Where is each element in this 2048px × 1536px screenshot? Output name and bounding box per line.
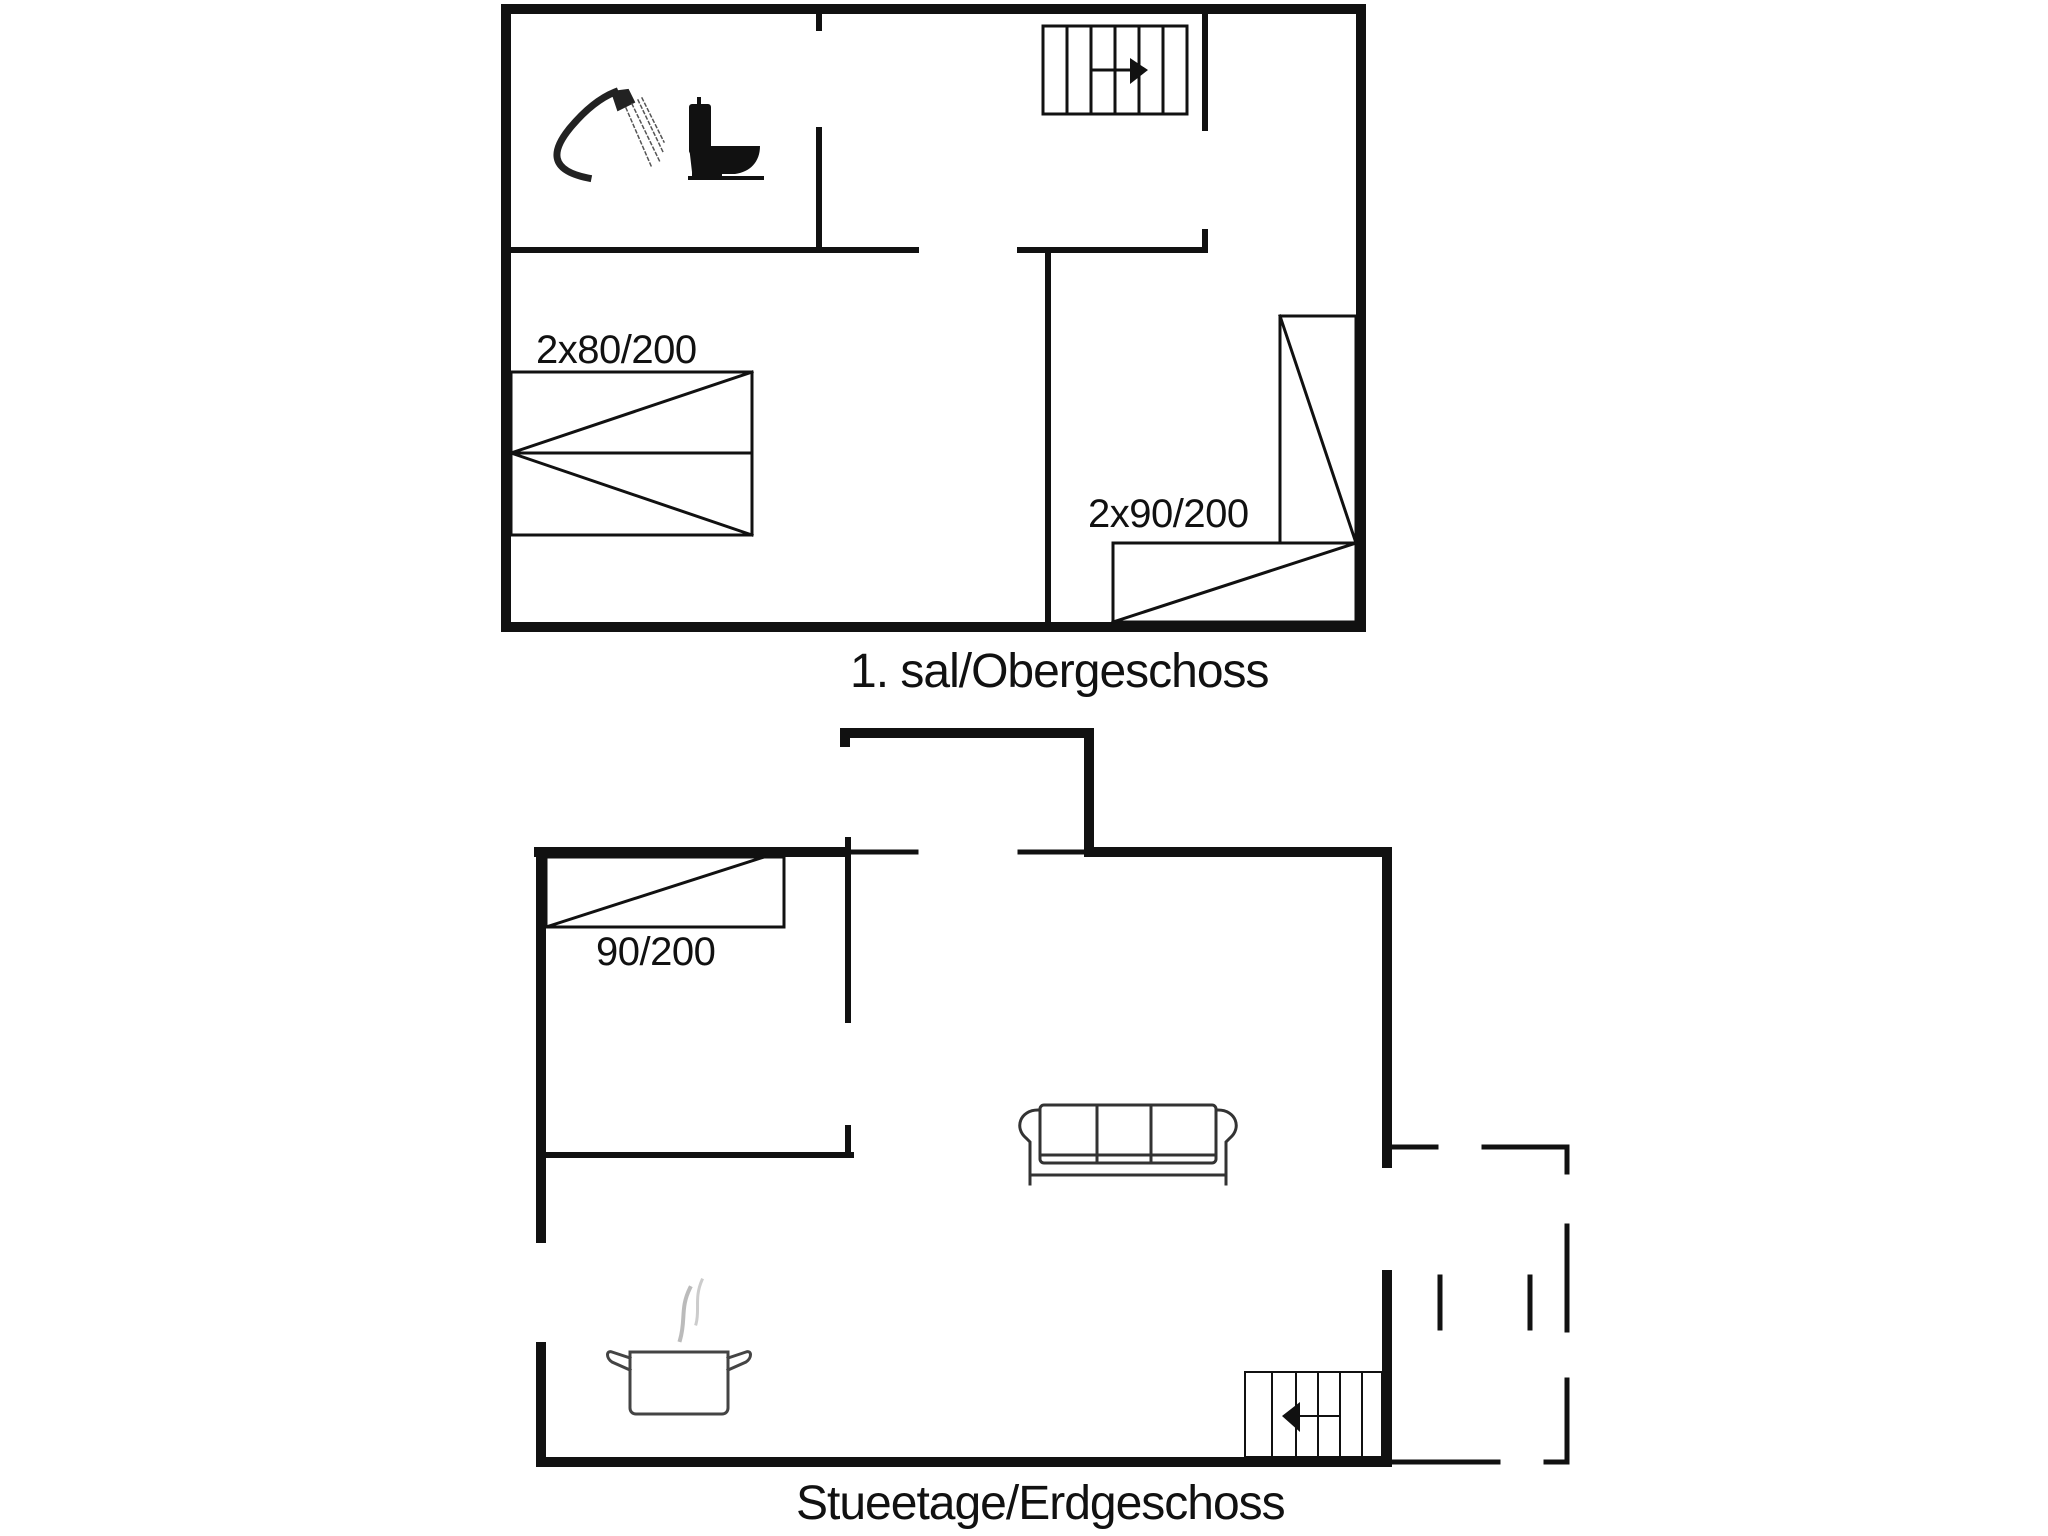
bed-double-80 [509,370,754,537]
floor-label-upper: 1. sal/Obergeschoss [850,645,1270,698]
toilet-icon [688,97,764,180]
bed-single-90 [544,855,786,929]
stairs-icon [1244,1371,1383,1458]
sofa-icon [1018,1103,1238,1186]
bed-double-90 [1111,314,1358,624]
floor-label-ground: Stueetage/Erdgeschoss [796,1477,1286,1530]
upper-floor-plan [501,4,1366,632]
cooking-pot-icon [606,1278,752,1416]
bed-label-90: 90/200 [596,930,716,974]
wall [840,728,1094,854]
stairs-icon [1041,24,1189,116]
upper-outer-wall [501,4,1366,632]
shower-icon [553,87,666,183]
ground-floor-plan [534,728,1570,1467]
terrace-outline [1387,1144,1570,1465]
bed-label-2x90: 2x90/200 [1088,492,1249,536]
bed-label-2x80: 2x80/200 [536,328,697,372]
